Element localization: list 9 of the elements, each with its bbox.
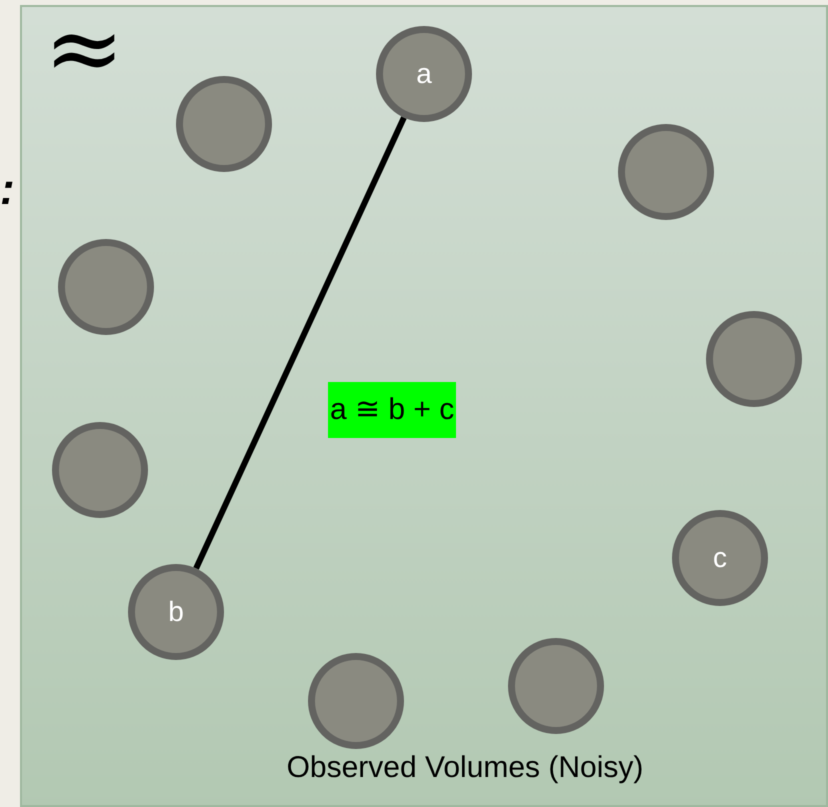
connector-line	[193, 116, 407, 570]
panel-background	[20, 5, 828, 807]
equation-label: a ≅ b + c	[328, 382, 456, 438]
approx-symbol: ≈	[44, 0, 124, 96]
cut-off-text: :	[0, 168, 15, 212]
panel-caption: Observed Volumes (Noisy)	[286, 751, 644, 784]
labeled-circle: a	[376, 26, 472, 122]
labeled-circle: c	[672, 510, 768, 606]
labeled-circle: b	[128, 564, 224, 660]
